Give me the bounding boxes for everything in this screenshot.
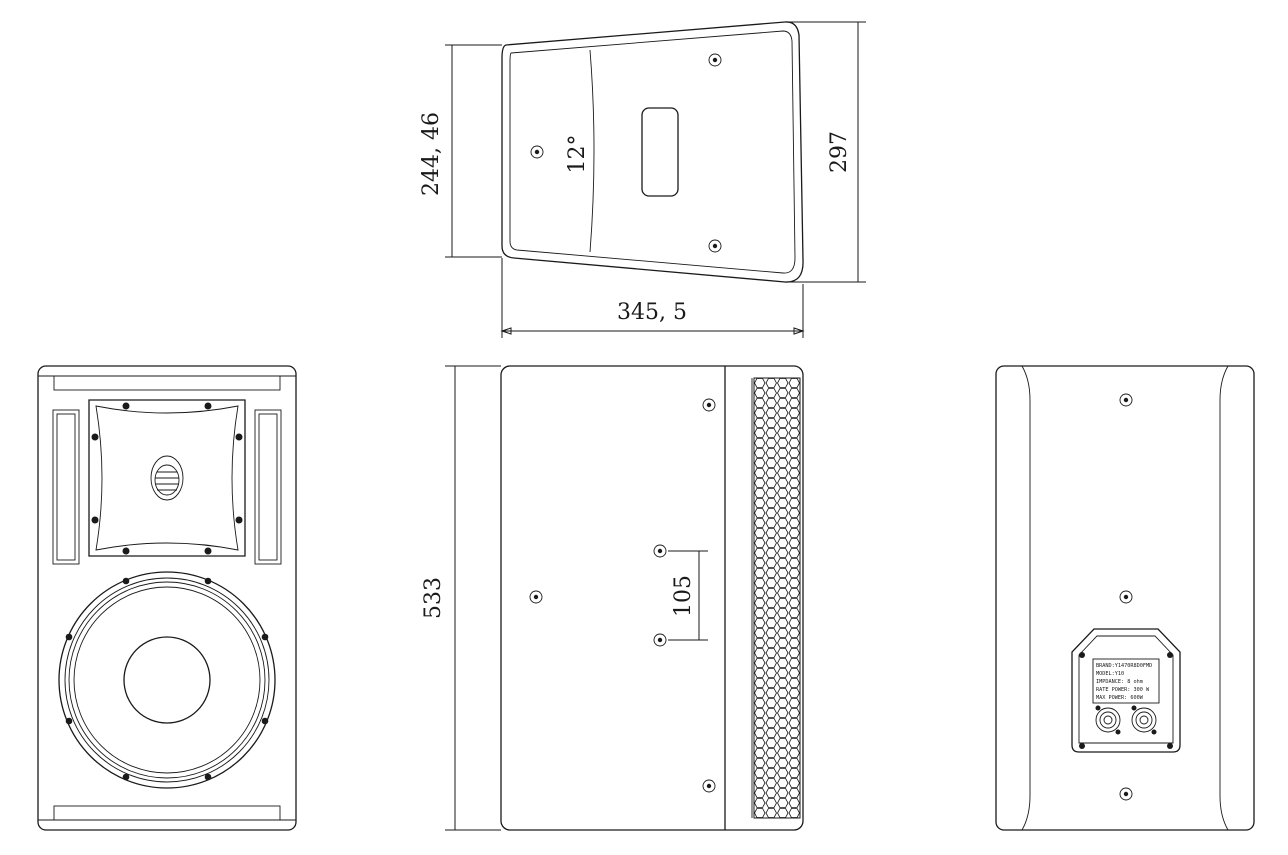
top-screw-2 xyxy=(708,53,722,67)
plate-screws xyxy=(1079,652,1173,749)
woofer-screws xyxy=(65,577,269,781)
rear-screw-2 xyxy=(1119,590,1133,604)
front-outline xyxy=(37,365,297,831)
dim-top-width: 345, 5 xyxy=(617,300,687,325)
spec-impedance: IMPDANCE: 8 ohm xyxy=(1096,679,1143,685)
handle-mount-bottom xyxy=(653,633,667,647)
rear-view: BRAND:Y1470R8D0FMD MODEL:Y10 IMPDANCE: 8… xyxy=(995,365,1255,831)
side-view: 105 533 xyxy=(421,365,804,831)
rear-outline xyxy=(995,365,1255,831)
top-view-outline xyxy=(501,21,804,283)
spec-label xyxy=(1092,658,1160,704)
spec-brand: BRAND:Y1470R8D0FMD xyxy=(1096,663,1152,669)
spec-rate-power: RATE POWER: 300 W xyxy=(1096,687,1150,693)
handle-mount-top xyxy=(653,544,667,558)
top-view: 244, 46 12° 297 345, 5 xyxy=(419,21,866,338)
connector-plate xyxy=(1071,628,1181,753)
front-top-rail xyxy=(53,375,281,391)
horn-throat xyxy=(150,455,184,501)
spec-model: MODEL:Y10 xyxy=(1096,671,1124,677)
dim-top-height-left: 244, 46 xyxy=(419,112,444,196)
top-view-inner-outline xyxy=(509,30,796,274)
front-view xyxy=(37,365,297,831)
horn-plate xyxy=(88,399,246,557)
top-screw-1 xyxy=(530,145,544,159)
side-screw-2 xyxy=(529,590,543,604)
woofer-dust-cap xyxy=(123,636,211,724)
top-handle-recess xyxy=(641,107,679,197)
woofer-outer-ring xyxy=(58,571,276,789)
rear-screw-1 xyxy=(1119,393,1133,407)
dim-handle-spacing: 105 xyxy=(671,575,696,617)
port-left xyxy=(52,409,80,565)
side-screw-3 xyxy=(702,779,716,793)
dim-top-height-right: 297 xyxy=(827,131,852,173)
port-right xyxy=(254,409,282,565)
dim-side-height: 533 xyxy=(421,577,446,619)
side-screw-1 xyxy=(702,398,716,412)
baffle-angle-arc xyxy=(589,49,595,253)
top-screw-3 xyxy=(708,239,722,253)
side-grille xyxy=(753,377,801,819)
side-outline xyxy=(500,365,804,831)
speakon-input xyxy=(1095,705,1121,735)
front-bottom-rail xyxy=(53,805,281,821)
rear-screw-3 xyxy=(1119,787,1133,801)
spec-max-power: MAX POWER: 600W xyxy=(1096,695,1144,701)
horn-screws xyxy=(91,402,243,555)
speakon-link xyxy=(1131,705,1157,735)
dim-angle: 12° xyxy=(565,135,590,174)
